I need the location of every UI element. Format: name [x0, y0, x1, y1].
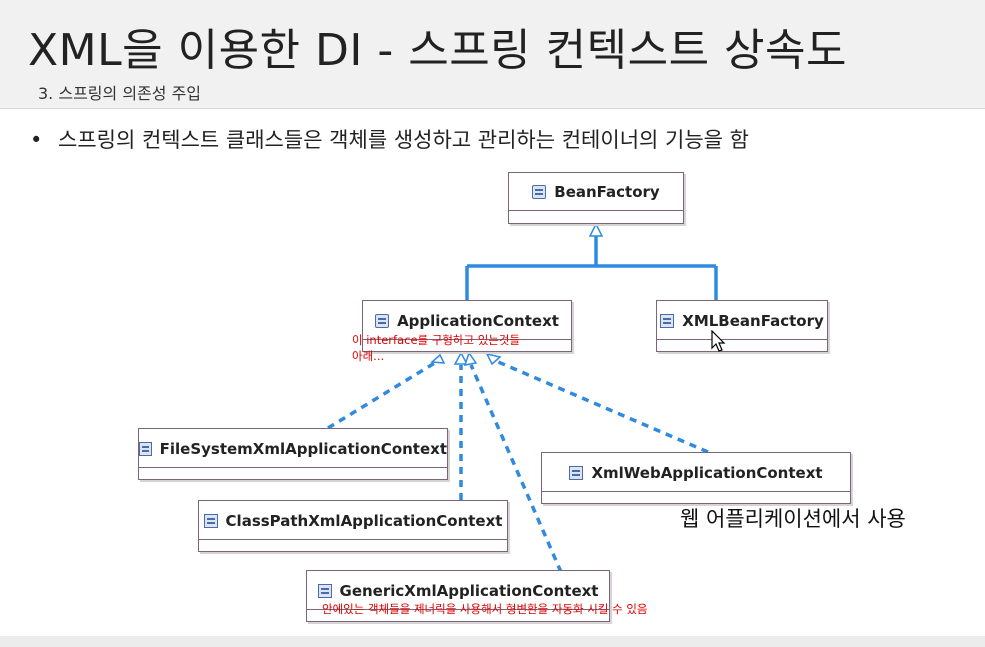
class-icon [569, 466, 584, 480]
interface-annotation-line1: 이 interface를 구형하고 있는것들 [352, 333, 521, 347]
classpath-label: ClassPathXmlApplicationContext [225, 512, 503, 530]
bullet-point: • 스프링의 컨텍스트 클래스들은 객체를 생성하고 관리하는 컨테이너의 기능을… [30, 124, 749, 154]
class-icon [317, 584, 332, 598]
class-icon [139, 442, 152, 456]
xmlwebapplicationcontext-node: XmlWebApplicationContext [541, 452, 851, 504]
interface-icon [532, 185, 547, 199]
beanfactory-node: BeanFactory [508, 172, 684, 224]
applicationcontext-node: ApplicationContext [362, 300, 572, 352]
bullet-text: 스프링의 컨텍스트 클래스들은 객체를 생성하고 관리하는 컨테이너의 기능을 … [58, 128, 749, 152]
slide-subtitle: 3. 스프링의 의존성 주입 [38, 84, 202, 103]
interface-annotation: 이 interface를 구형하고 있는것들 아래... [352, 332, 520, 364]
xmlbeanfactory-label: XMLBeanFactory [682, 312, 824, 330]
classpathxmlapplicationcontext-node: ClassPathXmlApplicationContext [198, 500, 508, 552]
realization-generic [469, 364, 563, 573]
realization-filesystem [327, 359, 439, 430]
generalization-arrowhead [588, 222, 604, 237]
realization-xmlweb [495, 359, 709, 454]
genericxmlapplicationcontext-node: GenericXmlApplicationContext [306, 570, 610, 622]
filesystemxmlapplicationcontext-node: FileSystemXmlApplicationContext [138, 428, 448, 480]
interface-annotation-line2: 아래... [352, 349, 385, 363]
realization-arrowhead-4 [485, 352, 502, 366]
interface-icon [375, 314, 390, 328]
class-icon [203, 514, 218, 528]
applicationcontext-label: ApplicationContext [397, 312, 559, 330]
realization-arrowhead-2 [453, 351, 469, 365]
class-icon [660, 314, 675, 328]
generic-annotation: 안에있는 객체들을 제너릭을 사용해서 형변환을 자동화 시킬 수 있음 [322, 602, 648, 616]
realization-arrowhead-3 [463, 351, 478, 366]
xmlbeanfactory-node: XMLBeanFactory [656, 300, 828, 352]
slide-header: XML을 이용한 DI - 스프링 컨텍스트 상속도 3. 스프링의 의존성 주… [0, 0, 985, 109]
web-annotation: 웹 어플리케이션에서 사용 [680, 507, 906, 531]
xmlweb-label: XmlWebApplicationContext [591, 464, 823, 482]
slide-title: XML을 이용한 DI - 스프링 컨텍스트 상속도 [28, 25, 847, 76]
beanfactory-label: BeanFactory [554, 183, 660, 201]
realization-arrowhead-1 [430, 353, 446, 364]
generic-label: GenericXmlApplicationContext [339, 582, 599, 600]
filesystem-label: FileSystemXmlApplicationContext [159, 440, 447, 458]
bullet-icon: • [30, 128, 43, 152]
slide-bottom-bar [0, 636, 985, 647]
mouse-cursor-icon [711, 330, 726, 352]
